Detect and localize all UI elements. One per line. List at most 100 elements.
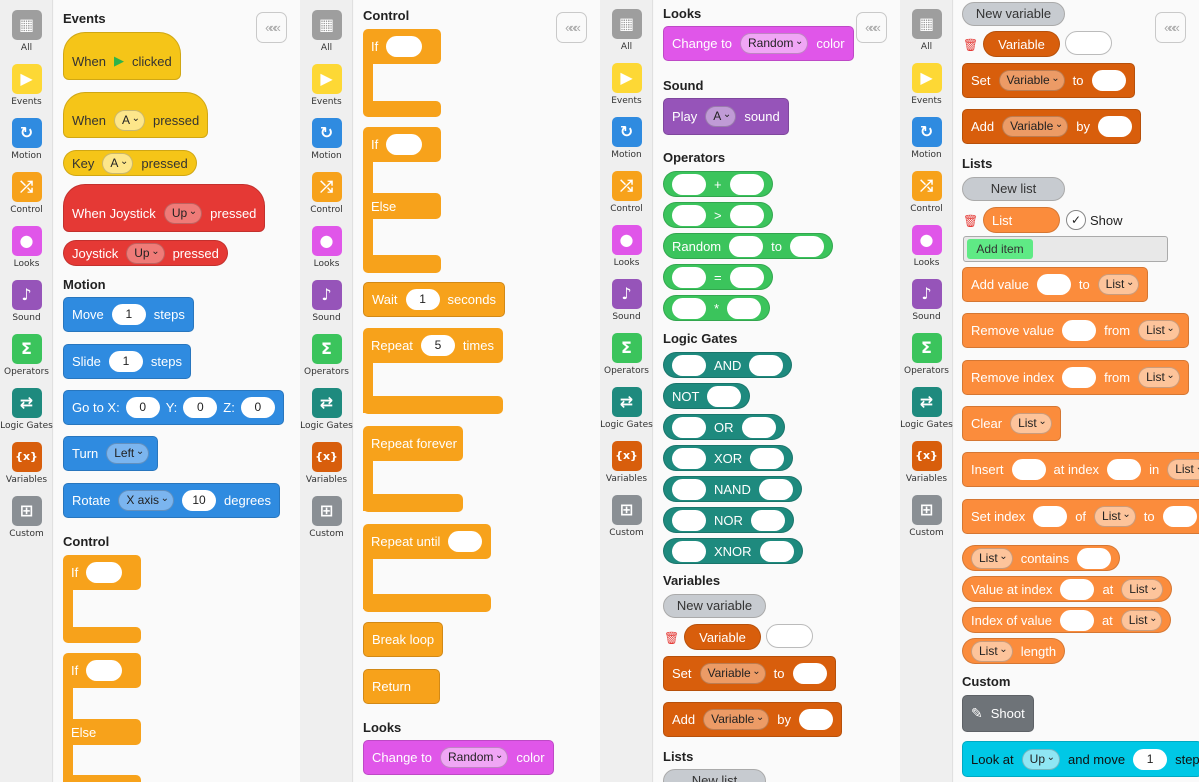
list-dropdown[interactable]: List [1121,578,1163,600]
list-contains-block[interactable]: List contains [962,545,1121,571]
category-all[interactable]: ▦All [600,9,653,52]
operand-input[interactable] [789,235,824,257]
play-sound-block[interactable]: Play A sound [663,98,789,135]
add-variable-block[interactable]: Add Variable by [663,702,843,737]
index-of-value-block[interactable]: Index of value at List [962,607,1172,633]
condition-slot[interactable] [86,562,123,583]
turn-block[interactable]: Turn Left [63,436,159,471]
list-dropdown[interactable]: List [1138,319,1180,341]
index-input[interactable] [1062,367,1097,388]
operand-input[interactable] [672,447,706,469]
not-gate-block[interactable]: NOT [663,383,751,409]
operand-input[interactable] [672,266,706,288]
list-dropdown[interactable]: List [1167,458,1199,480]
x-input[interactable]: 0 [125,397,160,418]
operand-input[interactable] [759,540,794,562]
condition-slot[interactable] [386,134,423,155]
value-input[interactable] [1062,320,1097,341]
add-value-block[interactable]: Add value to List [962,267,1149,302]
slide-steps-block[interactable]: Slide 1 steps [63,344,191,379]
list-dropdown[interactable]: List [1094,505,1136,527]
category-variables[interactable]: {x}Variables [300,442,353,485]
category-looks[interactable]: ●Looks [900,225,953,268]
nand-gate-block[interactable]: NAND [663,476,802,502]
category-custom[interactable]: ⊞Custom [600,495,653,538]
collapse-button[interactable]: ««« [256,12,287,43]
operand-input[interactable] [672,509,706,531]
index-input[interactable] [1060,578,1095,600]
value-input[interactable] [1091,70,1126,91]
if-block[interactable]: If [63,555,143,643]
category-variables[interactable]: {x}Variables [0,442,53,485]
value-input[interactable] [1077,547,1112,569]
category-all[interactable]: ▦All [900,9,953,52]
value-input[interactable] [1059,609,1094,631]
category-looks[interactable]: ●Looks [600,225,653,268]
value-input[interactable] [1011,459,1046,480]
new-list-button[interactable]: New list [962,177,1065,201]
if-block[interactable]: If [363,29,443,117]
category-events[interactable]: ▶Events [0,64,53,107]
change-color-block[interactable]: Change to Random color [363,740,554,775]
repeat-forever-block[interactable]: Repeat forever [363,426,465,514]
category-logic-gates[interactable]: ⇄Logic Gates [300,388,353,431]
category-control[interactable]: ⤮Control [0,172,53,215]
category-events[interactable]: ▶Events [300,64,353,107]
operand-input[interactable] [741,416,776,438]
operand-input[interactable] [672,173,706,195]
operand-input[interactable] [672,478,706,500]
variable-reporter[interactable]: Variable [684,624,761,650]
set-index-block[interactable]: Set index of List to [962,499,1199,534]
variable-dropdown[interactable]: Variable [699,662,766,684]
category-sound[interactable]: ♪Sound [900,279,953,322]
new-variable-button[interactable]: New variable [962,2,1065,26]
when-flag-clicked-block[interactable]: When ▶ clicked [63,32,181,80]
remove-index-block[interactable]: Remove index from List [962,360,1189,395]
or-gate-block[interactable]: OR [663,414,785,440]
joystick-pressed-block[interactable]: Joystick Up pressed [63,240,228,266]
condition-slot[interactable] [448,531,483,552]
times-input[interactable]: 5 [420,335,455,356]
joystick-dropdown[interactable]: Up [126,242,165,264]
operand-input[interactable] [749,354,784,376]
variable-value-field[interactable] [1065,31,1112,55]
category-logic-gates[interactable]: ⇄Logic Gates [600,387,653,430]
wait-block[interactable]: Wait 1 seconds [363,282,505,317]
category-custom[interactable]: ⊞Custom [300,496,353,539]
delete-variable-icon[interactable]: 🗑 [963,38,979,52]
category-all[interactable]: ▦All [0,10,53,53]
key-pressed-block[interactable]: Key A pressed [63,150,197,176]
category-looks[interactable]: ●Looks [0,226,53,269]
category-variables[interactable]: {x}Variables [900,441,953,484]
axis-dropdown[interactable]: X axis [118,489,174,511]
greater-operator-block[interactable]: > [663,202,773,228]
operand-input[interactable] [729,235,764,257]
joystick-dropdown[interactable]: Up [163,202,203,224]
delete-variable-icon[interactable]: 🗑 [664,631,680,645]
list-items-field[interactable]: Add item [963,236,1168,262]
list-dropdown[interactable]: List [971,547,1013,569]
if-else-block[interactable]: If Else [363,127,443,273]
variable-reporter[interactable]: Variable [983,31,1060,57]
xnor-gate-block[interactable]: XNOR [663,538,803,564]
operand-input[interactable] [750,509,785,531]
value-input[interactable] [1162,506,1197,527]
list-length-block[interactable]: List length [962,638,1066,664]
goto-xyz-block[interactable]: Go to X: 0 Y: 0 Z: 0 [63,390,284,425]
add-variable-block[interactable]: Add Variable by [962,109,1142,144]
category-motion[interactable]: ↻Motion [300,118,353,161]
category-logic-gates[interactable]: ⇄Logic Gates [900,387,953,430]
change-color-block[interactable]: Change to Random color [663,26,854,61]
set-variable-block[interactable]: Set Variable to [663,656,836,691]
operand-input[interactable] [672,354,706,376]
category-control[interactable]: ⤮Control [900,171,953,214]
xor-gate-block[interactable]: XOR [663,445,794,471]
operand-input[interactable] [727,297,762,319]
category-sound[interactable]: ♪Sound [600,279,653,322]
multiply-operator-block[interactable]: * [663,295,771,321]
value-input[interactable] [792,663,827,684]
list-reporter[interactable]: List [983,207,1060,233]
list-dropdown[interactable]: List [1010,412,1052,434]
